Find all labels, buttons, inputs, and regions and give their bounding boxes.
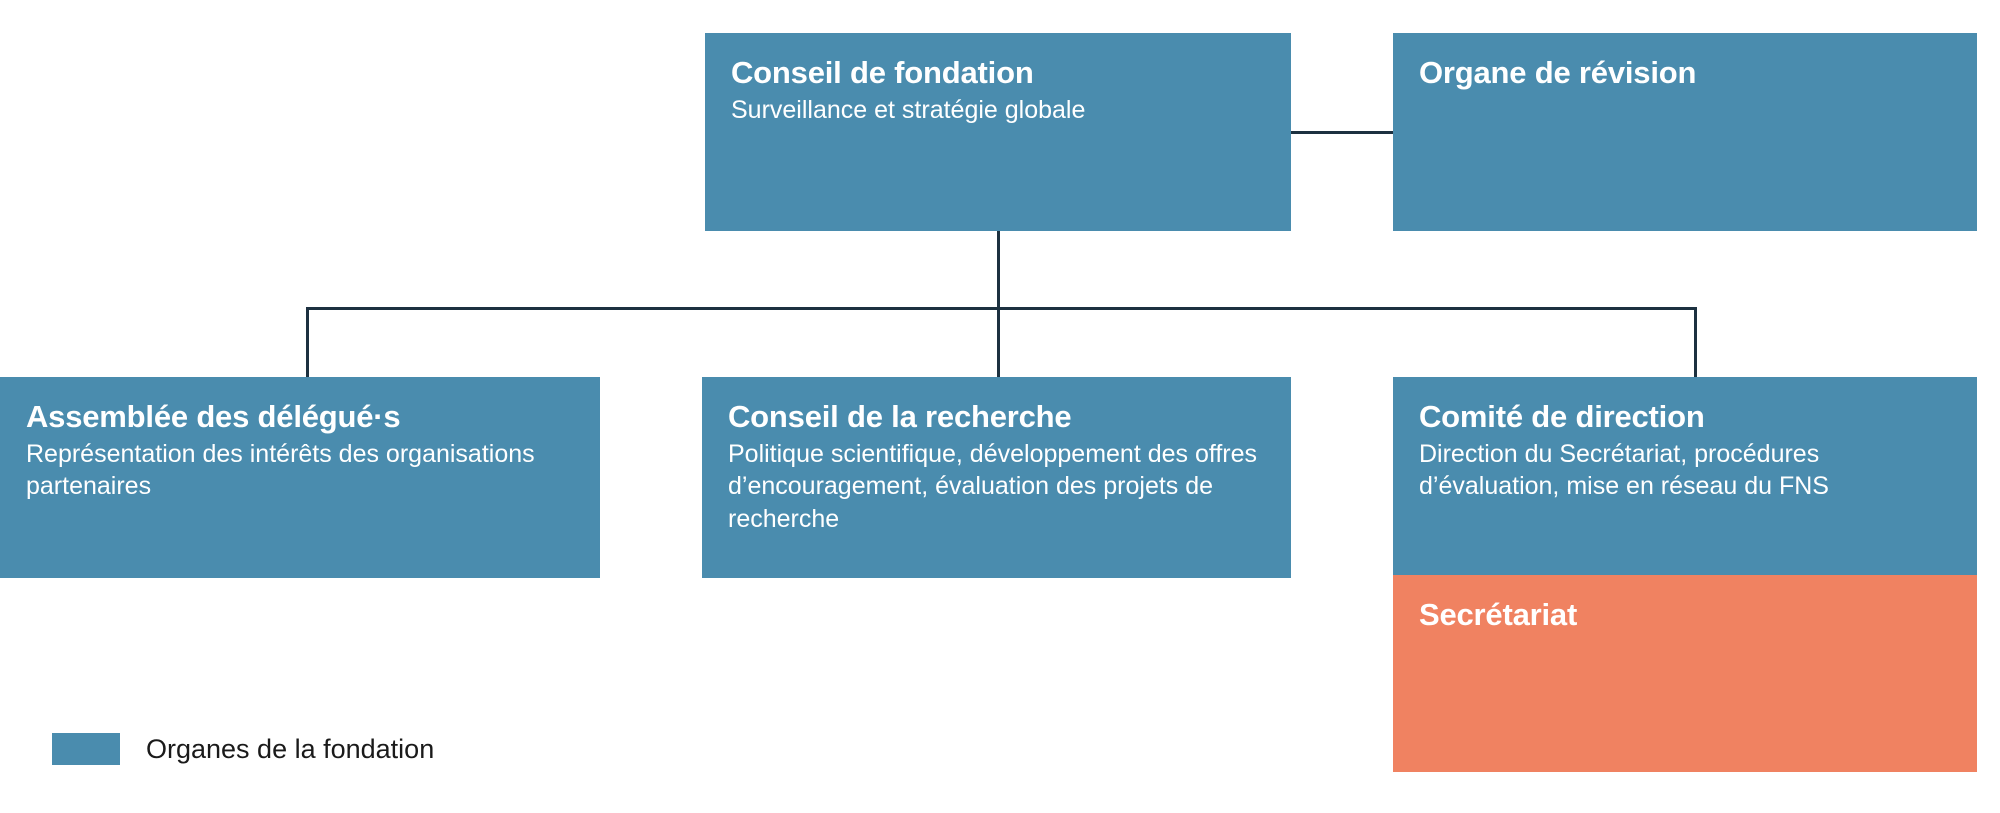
node-comite-de-direction[interactable]: Comité de direction Direction du Secréta… xyxy=(1393,377,1977,575)
node-conseil-de-fondation[interactable]: Conseil de fondation Surveillance et str… xyxy=(705,33,1291,231)
node-description: Surveillance et stratégie globale xyxy=(731,95,1086,124)
node-description: Représentation des intérêts des organisa… xyxy=(26,439,535,501)
legend-swatch-organes-fondation xyxy=(52,733,120,765)
connector-branch-conseil-recherche xyxy=(997,307,1000,379)
node-assemblee-des-delegues[interactable]: Assemblée des délégué·s Représentation d… xyxy=(0,377,600,578)
legend-label: Organes de la fondation xyxy=(146,733,435,764)
legend: Organes de la fondation xyxy=(52,733,434,765)
connector-fondation-to-revision xyxy=(1291,131,1394,134)
node-title: Assemblée des délégué·s xyxy=(26,399,401,434)
node-title: Organe de révision xyxy=(1419,55,1697,90)
node-secretariat[interactable]: Secrétariat xyxy=(1393,575,1977,772)
node-organe-de-revision[interactable]: Organe de révision xyxy=(1393,33,1977,231)
node-title: Conseil de la recherche xyxy=(728,399,1072,434)
node-description: Politique scientifique, développement de… xyxy=(728,439,1258,533)
node-title: Conseil de fondation xyxy=(731,55,1034,90)
node-title: Secrétariat xyxy=(1419,597,1578,632)
connector-bus-horizontal xyxy=(306,307,1697,310)
connector-branch-comite-direction xyxy=(1694,307,1697,379)
node-title: Comité de direction xyxy=(1419,399,1705,434)
node-description: Direction du Secrétariat, procédures d’é… xyxy=(1419,439,1829,501)
connector-trunk-vertical xyxy=(997,231,1000,310)
node-conseil-de-la-recherche[interactable]: Conseil de la recherche Politique scient… xyxy=(702,377,1291,578)
connector-branch-assemblee xyxy=(306,307,309,379)
